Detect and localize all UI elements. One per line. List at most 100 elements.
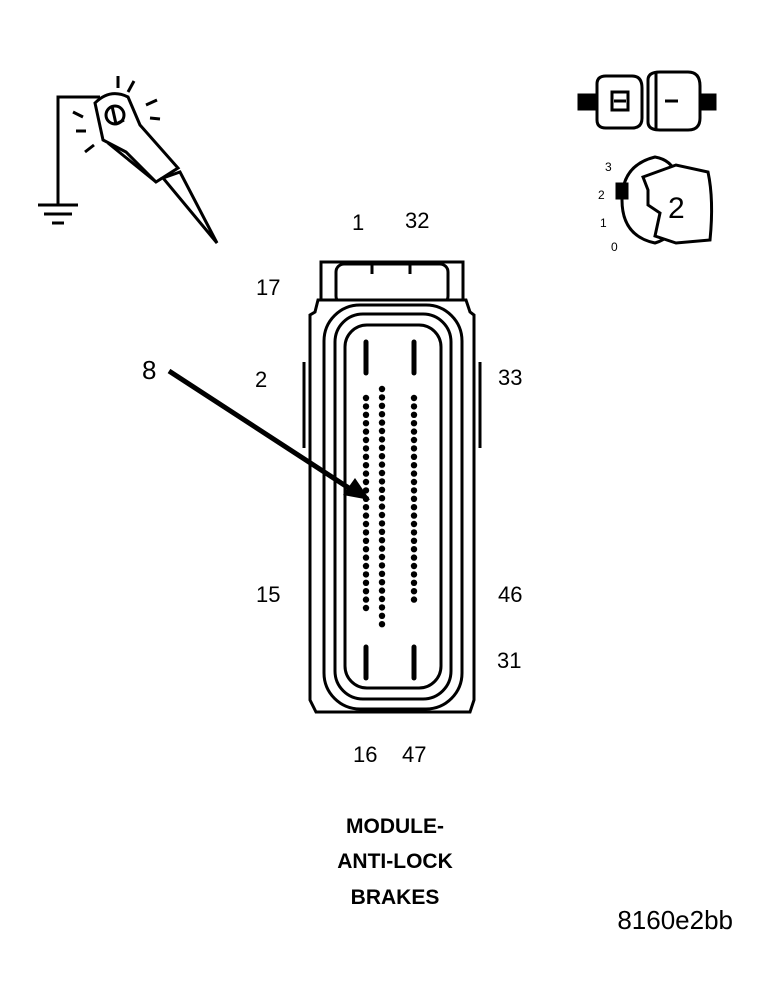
pin-cavity — [378, 520, 386, 527]
connector-body — [302, 260, 482, 714]
pin-cavity — [362, 394, 370, 402]
figure-code: 8160e2bb — [617, 905, 733, 935]
pin-cavity — [378, 545, 386, 552]
pin-cavity — [362, 420, 370, 427]
pin-cavity — [378, 478, 386, 485]
pin-cavity — [410, 554, 418, 561]
pin-cavity — [378, 612, 386, 619]
pin-cavity — [410, 478, 418, 486]
pin-cavity — [362, 504, 370, 511]
pin-cavity — [362, 470, 370, 477]
pin-label-2: 2 — [255, 367, 268, 392]
pin-cavity — [410, 520, 418, 528]
pin-cavity — [378, 570, 386, 577]
pin-cavity — [410, 588, 418, 595]
connector-halves-icon — [577, 70, 717, 132]
pin-cavity — [378, 528, 386, 535]
scale-0: 0 — [611, 240, 618, 254]
pin-cavity — [378, 453, 386, 460]
pin-cavity — [410, 487, 418, 494]
pin-label-16: 16 — [353, 742, 378, 767]
pin-cavity — [362, 579, 370, 586]
pin-label-1: 1 — [352, 210, 365, 235]
pin-cavity — [362, 546, 370, 553]
pin-cavity — [378, 444, 386, 451]
title-line-1: MODULE- — [346, 815, 444, 838]
pin-cavity — [410, 495, 418, 502]
probe-to-ground-icon — [38, 76, 219, 244]
pin-cavity — [362, 428, 370, 435]
pin-cavity — [378, 579, 386, 586]
pin-cavity — [410, 411, 418, 418]
title-line-3: BRAKES — [350, 886, 440, 909]
pin-cavity — [378, 411, 386, 418]
pin-cavity — [410, 512, 418, 519]
pin-label-31: 31 — [497, 648, 522, 673]
pin-cavity — [378, 436, 386, 443]
pin-cavity — [378, 621, 386, 628]
pin-cavity — [410, 445, 418, 452]
pin-cavity — [410, 571, 418, 578]
pin-cavity — [362, 596, 370, 603]
pin-cavity — [362, 411, 370, 418]
pin-cavity — [410, 394, 418, 402]
pin-cavity — [378, 553, 386, 561]
connector-view-icon — [615, 155, 714, 245]
pin-label-47: 47 — [402, 742, 427, 767]
pin-cavity — [410, 470, 418, 477]
title-line-2: ANTI-LOCK — [337, 850, 453, 873]
pin-cavity — [378, 394, 386, 401]
pin-label-17: 17 — [256, 275, 281, 300]
pin-cavity — [410, 529, 418, 536]
scale-3: 3 — [605, 160, 612, 174]
pin-cavity — [362, 554, 370, 561]
pin-cavity — [362, 512, 370, 519]
pin-cavity — [362, 453, 370, 460]
pin-cavity — [378, 427, 386, 435]
pin-cavity — [378, 486, 386, 493]
pin-label-46: 46 — [498, 582, 523, 607]
pin-cavity — [378, 469, 386, 477]
scale-2: 2 — [598, 188, 605, 202]
pin-cavity — [410, 403, 418, 410]
pin-cavity — [410, 420, 418, 427]
pin-cavity — [378, 385, 386, 393]
callout-arrow — [167, 368, 370, 500]
pin-cavity — [378, 562, 386, 569]
pin-cavity — [378, 537, 386, 544]
pin-cavity — [378, 402, 386, 409]
pin-cavity — [362, 462, 370, 469]
pin-cavity — [378, 461, 386, 468]
pin-cavity — [378, 495, 386, 502]
pin-cavity — [362, 562, 370, 570]
pin-cavity — [410, 562, 418, 570]
pin-cavity — [410, 428, 418, 435]
pin-label-15: 15 — [256, 582, 281, 607]
pin-cavity — [410, 504, 418, 511]
pin-cavity — [362, 445, 370, 452]
pin-cavity — [378, 604, 386, 611]
connector-view-number: 2 — [668, 192, 685, 225]
pin-cavity — [362, 529, 370, 536]
pin-cavity — [378, 419, 386, 426]
pin-cavity — [362, 478, 370, 486]
pin-cavity — [378, 595, 386, 603]
pin-cavity — [410, 436, 418, 444]
pin-cavity — [410, 579, 418, 586]
pin-cavity — [410, 596, 418, 603]
pin-cavity — [410, 537, 418, 544]
pin-cavity — [362, 537, 370, 544]
pin-label-32: 32 — [405, 208, 430, 233]
pin-cavity — [362, 520, 370, 528]
pin-cavity — [410, 462, 418, 469]
pin-cavity — [410, 453, 418, 460]
pin-cavity — [410, 546, 418, 553]
pin-cavity — [378, 503, 386, 510]
pin-cavity — [378, 587, 386, 594]
callout-number: 8 — [142, 355, 157, 385]
pin-cavity — [362, 588, 370, 595]
pin-cavity — [362, 571, 370, 578]
pin-cavity — [378, 511, 386, 519]
connector-pin-field — [362, 385, 418, 628]
